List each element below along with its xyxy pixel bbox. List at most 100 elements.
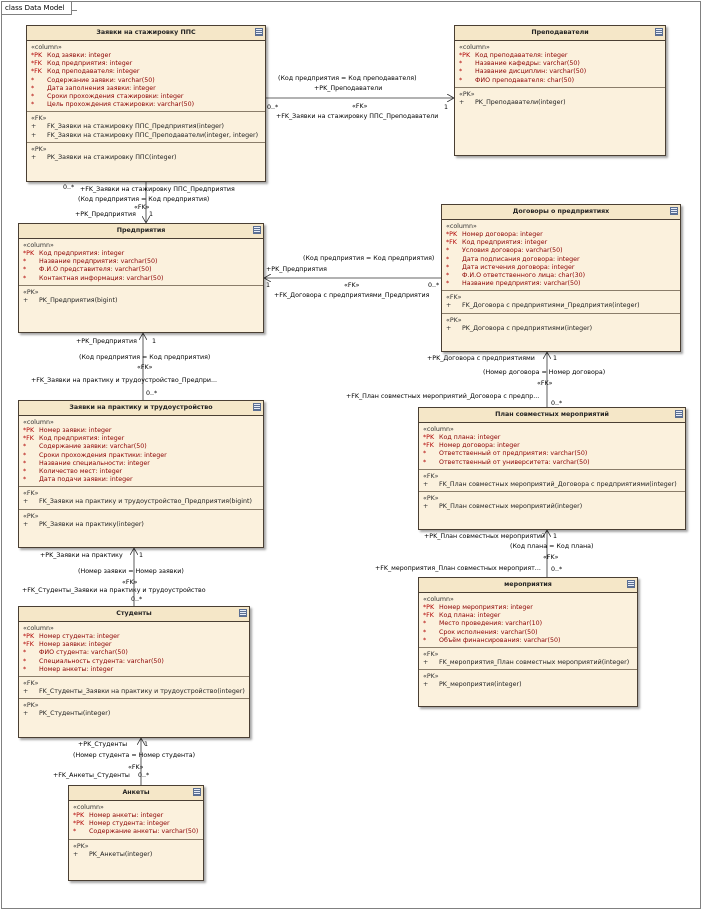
column-row[interactable]: *Срок исполнения: varchar(50) bbox=[423, 629, 633, 637]
column-row[interactable]: *Содержание анкеты: varchar(50) bbox=[73, 828, 199, 836]
entity-name-text: Договоры о предприятиях bbox=[512, 208, 610, 215]
column-row[interactable]: *Название дисциплин: varchar(50) bbox=[459, 68, 661, 76]
operation-row[interactable]: +FK_мероприятия_План совместных мероприя… bbox=[423, 659, 633, 667]
column-row[interactable]: *Номер анкеты: integer bbox=[23, 666, 245, 674]
operations-section: «PK»+PK_мероприятия(integer) bbox=[419, 670, 637, 691]
column-row[interactable]: *Специальность студента: varchar(50) bbox=[23, 658, 245, 666]
column-row[interactable]: *Количество мест: integer bbox=[23, 468, 259, 476]
column-row[interactable]: *Объём финансирования: varchar(50) bbox=[423, 637, 633, 645]
column-row[interactable]: *Ф.И.О представителя: varchar(50) bbox=[23, 266, 259, 274]
column-row[interactable]: *Сроки прохождения стажировки: integer bbox=[31, 93, 261, 101]
operation-row[interactable]: +FK_Договора с предприятиями_Предприятия… bbox=[446, 302, 676, 310]
column-row[interactable]: *Название специальности: integer bbox=[23, 460, 259, 468]
stereotype: «PK» bbox=[23, 702, 39, 710]
column-row[interactable]: *Ответственный от предприятия: varchar(5… bbox=[423, 450, 681, 458]
stereotype: «FK» bbox=[23, 490, 39, 498]
operation-row[interactable]: +PK_Преподаватели(integer) bbox=[459, 99, 661, 107]
operation-row[interactable]: +FK_Заявки на стажировку ППС_Предприятия… bbox=[31, 123, 261, 131]
relationship-label: «FK» bbox=[537, 380, 553, 387]
row-text: Содержание заявки: varchar(50) bbox=[47, 76, 155, 84]
table-icon bbox=[255, 28, 263, 36]
operation-row[interactable]: +PK_Заявки на практику(integer) bbox=[23, 521, 259, 529]
column-row[interactable]: *Название кафедры: varchar(50) bbox=[459, 60, 661, 68]
column-row[interactable]: *Содержание заявки: varchar(50) bbox=[23, 443, 259, 451]
column-row[interactable]: *Место проведения: varchar(10) bbox=[423, 620, 633, 628]
row-prefix: * bbox=[459, 76, 463, 84]
column-row[interactable]: *Ф.И.О ответственного лица: char(30) bbox=[446, 272, 676, 280]
operation-row[interactable]: +PK_Предприятия(bigint) bbox=[23, 297, 259, 305]
operation-row[interactable]: +FK_Заявки на стажировку ППС_Преподавате… bbox=[31, 132, 261, 140]
relationship-label: +FK_Студенты_Заявки на практику и трудоу… bbox=[22, 587, 206, 594]
relationship-label: (Номер студента = Номер студента) bbox=[73, 752, 196, 759]
stereotype: «column» bbox=[423, 596, 454, 603]
column-row[interactable]: *PK Номер анкеты: integer bbox=[73, 812, 199, 820]
row-text: Дата подписания договора: integer bbox=[462, 255, 580, 263]
column-row[interactable]: *Контактная информация: varchar(50) bbox=[23, 275, 259, 283]
column-row[interactable]: * Содержание заявки: varchar(50) bbox=[31, 77, 261, 85]
relationship-label: «FK» bbox=[122, 579, 138, 586]
column-row[interactable]: *Условия договора: varchar(50) bbox=[446, 247, 676, 255]
column-row[interactable]: *Название предприятия: varchar(50) bbox=[446, 280, 676, 288]
row-prefix: * bbox=[31, 84, 35, 92]
entity-zayavki_prakt[interactable]: Заявки на практику и трудоустройство«col… bbox=[18, 400, 264, 548]
column-row[interactable]: *Ответственный от университета: varchar(… bbox=[423, 459, 681, 467]
column-row[interactable]: *ФИО студента: varchar(50) bbox=[23, 649, 245, 657]
column-row[interactable]: *Сроки прохождения практики: integer bbox=[23, 452, 259, 460]
operation-row[interactable]: +FK_Студенты_Заявки на практику и трудоу… bbox=[23, 688, 245, 696]
operation-row[interactable]: +FK_Заявки на практику и трудоустройство… bbox=[23, 498, 259, 506]
operation-row[interactable]: +PK_мероприятия(integer) bbox=[423, 681, 633, 689]
column-row[interactable]: *Дата подписания договора: integer bbox=[446, 256, 676, 264]
row-prefix: * bbox=[23, 476, 27, 484]
row-text: PK_Заявки на стажировку ППС(integer) bbox=[47, 153, 177, 161]
row-prefix: * bbox=[23, 443, 27, 451]
relationship-label: (Код плана = Код плана) bbox=[510, 543, 594, 550]
row-prefix: *PK bbox=[73, 812, 85, 819]
operation-row[interactable]: +PK_План совместных мероприятий(integer) bbox=[423, 503, 681, 511]
operation-row[interactable]: +PK_Заявки на стажировку ППС(integer) bbox=[31, 154, 261, 162]
relationship-label: «FK» bbox=[352, 103, 368, 110]
column-row[interactable]: *Название предприятия: varchar(50) bbox=[23, 258, 259, 266]
column-row[interactable]: *Дата подачи заявки: integer bbox=[23, 476, 259, 484]
row-prefix: * bbox=[31, 76, 35, 84]
operation-row[interactable]: +PK_Анкеты(integer) bbox=[73, 851, 199, 859]
relationship-label: «FK» bbox=[137, 364, 153, 371]
operation-row[interactable]: +FK_План совместных мероприятий_Договора… bbox=[423, 481, 681, 489]
column-row[interactable]: *Дата заполнения заявки: integer bbox=[31, 85, 261, 93]
row-prefix: *FK bbox=[446, 239, 457, 247]
row-text: Номер анкеты: integer bbox=[89, 812, 164, 819]
row-prefix: *PK bbox=[459, 52, 471, 59]
entity-name: Анкеты bbox=[69, 786, 203, 801]
column-row[interactable]: *Дата истечения договора: integer bbox=[446, 264, 676, 272]
operation-row[interactable]: +PK_Договора с предприятиями(integer) bbox=[446, 325, 676, 333]
relationship-label: (Номер договора = Номер договора) bbox=[483, 369, 606, 376]
column-row[interactable]: *Цель прохождения стажировки: varchar(50… bbox=[31, 101, 261, 109]
column-row[interactable]: *ФИО преподавателя: char(50) bbox=[459, 77, 661, 85]
relationship-label: 1 bbox=[144, 741, 149, 748]
operation-row[interactable]: +PK_Студенты(integer) bbox=[23, 710, 245, 718]
